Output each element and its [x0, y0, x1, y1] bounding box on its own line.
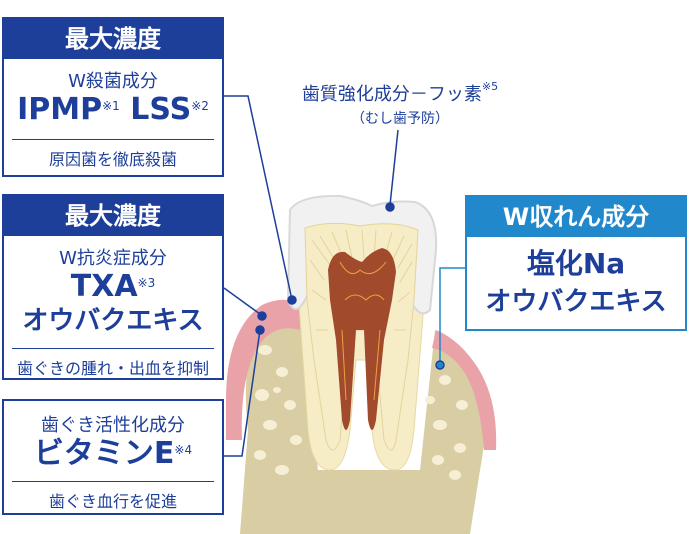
fluoride-title: 歯質強化成分－フッ素: [301, 84, 482, 105]
box1-effect: 原因菌を徹底殺菌: [12, 139, 214, 170]
box1-mark-2: ※2: [191, 99, 209, 113]
bone-texture: [254, 345, 468, 480]
box2-ingredient-obaku: オウバクエキス: [22, 306, 204, 336]
box4-ingredient-nacl: 塩化Na: [526, 247, 626, 280]
box2-ingredient-txa: TXA: [70, 269, 138, 304]
gum-right: [432, 330, 497, 450]
box3-ingredient-line: ビタミンE※4: [4, 437, 222, 471]
leader-lines: [223, 95, 465, 457]
box3-category: 歯ぐき活性化成分: [41, 415, 185, 436]
fluoride-mark: ※5: [481, 80, 499, 93]
gum-activating-box: 歯ぐき活性化成分 ビタミンE※4 歯ぐき血行を促進: [2, 399, 224, 515]
box1-ingredient-lss: LSS: [130, 92, 192, 127]
pulp-vessels: [339, 261, 387, 401]
gum-left: [226, 299, 305, 440]
box3-ingredient: ビタミンE: [33, 436, 175, 471]
box1-category: W殺菌成分: [68, 71, 158, 92]
box4-header: W収れん成分: [467, 197, 685, 237]
astringent-box: W収れん成分 塩化Na オウバクエキス: [465, 195, 687, 331]
box2-mark: ※3: [137, 276, 156, 290]
box2-ingredient-txa-line: TXA※3: [4, 270, 222, 304]
box1-ingredients: IPMP※1 LSS※2: [4, 93, 222, 127]
box1-header: 最大濃度: [4, 19, 222, 59]
box4-ingredient-obaku: オウバクエキス: [485, 287, 667, 317]
jaw-bone: [240, 310, 486, 534]
box2-category: W抗炎症成分: [59, 248, 167, 269]
box3-effect: 歯ぐき血行を促進: [12, 481, 214, 512]
fluoride-subtitle: （むし歯予防）: [351, 111, 449, 127]
box1-ingredient-ipmp: IPMP: [17, 92, 103, 127]
fluoride-label: 歯質強化成分－フッ素※5 （むし歯予防）: [280, 80, 520, 128]
box1-mark-1: ※1: [102, 99, 120, 113]
box2-effect: 歯ぐきの腫れ・出血を抑制: [12, 348, 214, 379]
box2-header: 最大濃度: [4, 196, 222, 236]
box3-mark: ※4: [174, 443, 193, 457]
anti-inflammatory-box: 最大濃度 W抗炎症成分 TXA※3 オウバクエキス 歯ぐきの腫れ・出血を抑制: [2, 194, 224, 380]
sterilizing-ingredients-box: 最大濃度 W殺菌成分 IPMP※1 LSS※2 原因菌を徹底殺菌: [2, 17, 224, 177]
